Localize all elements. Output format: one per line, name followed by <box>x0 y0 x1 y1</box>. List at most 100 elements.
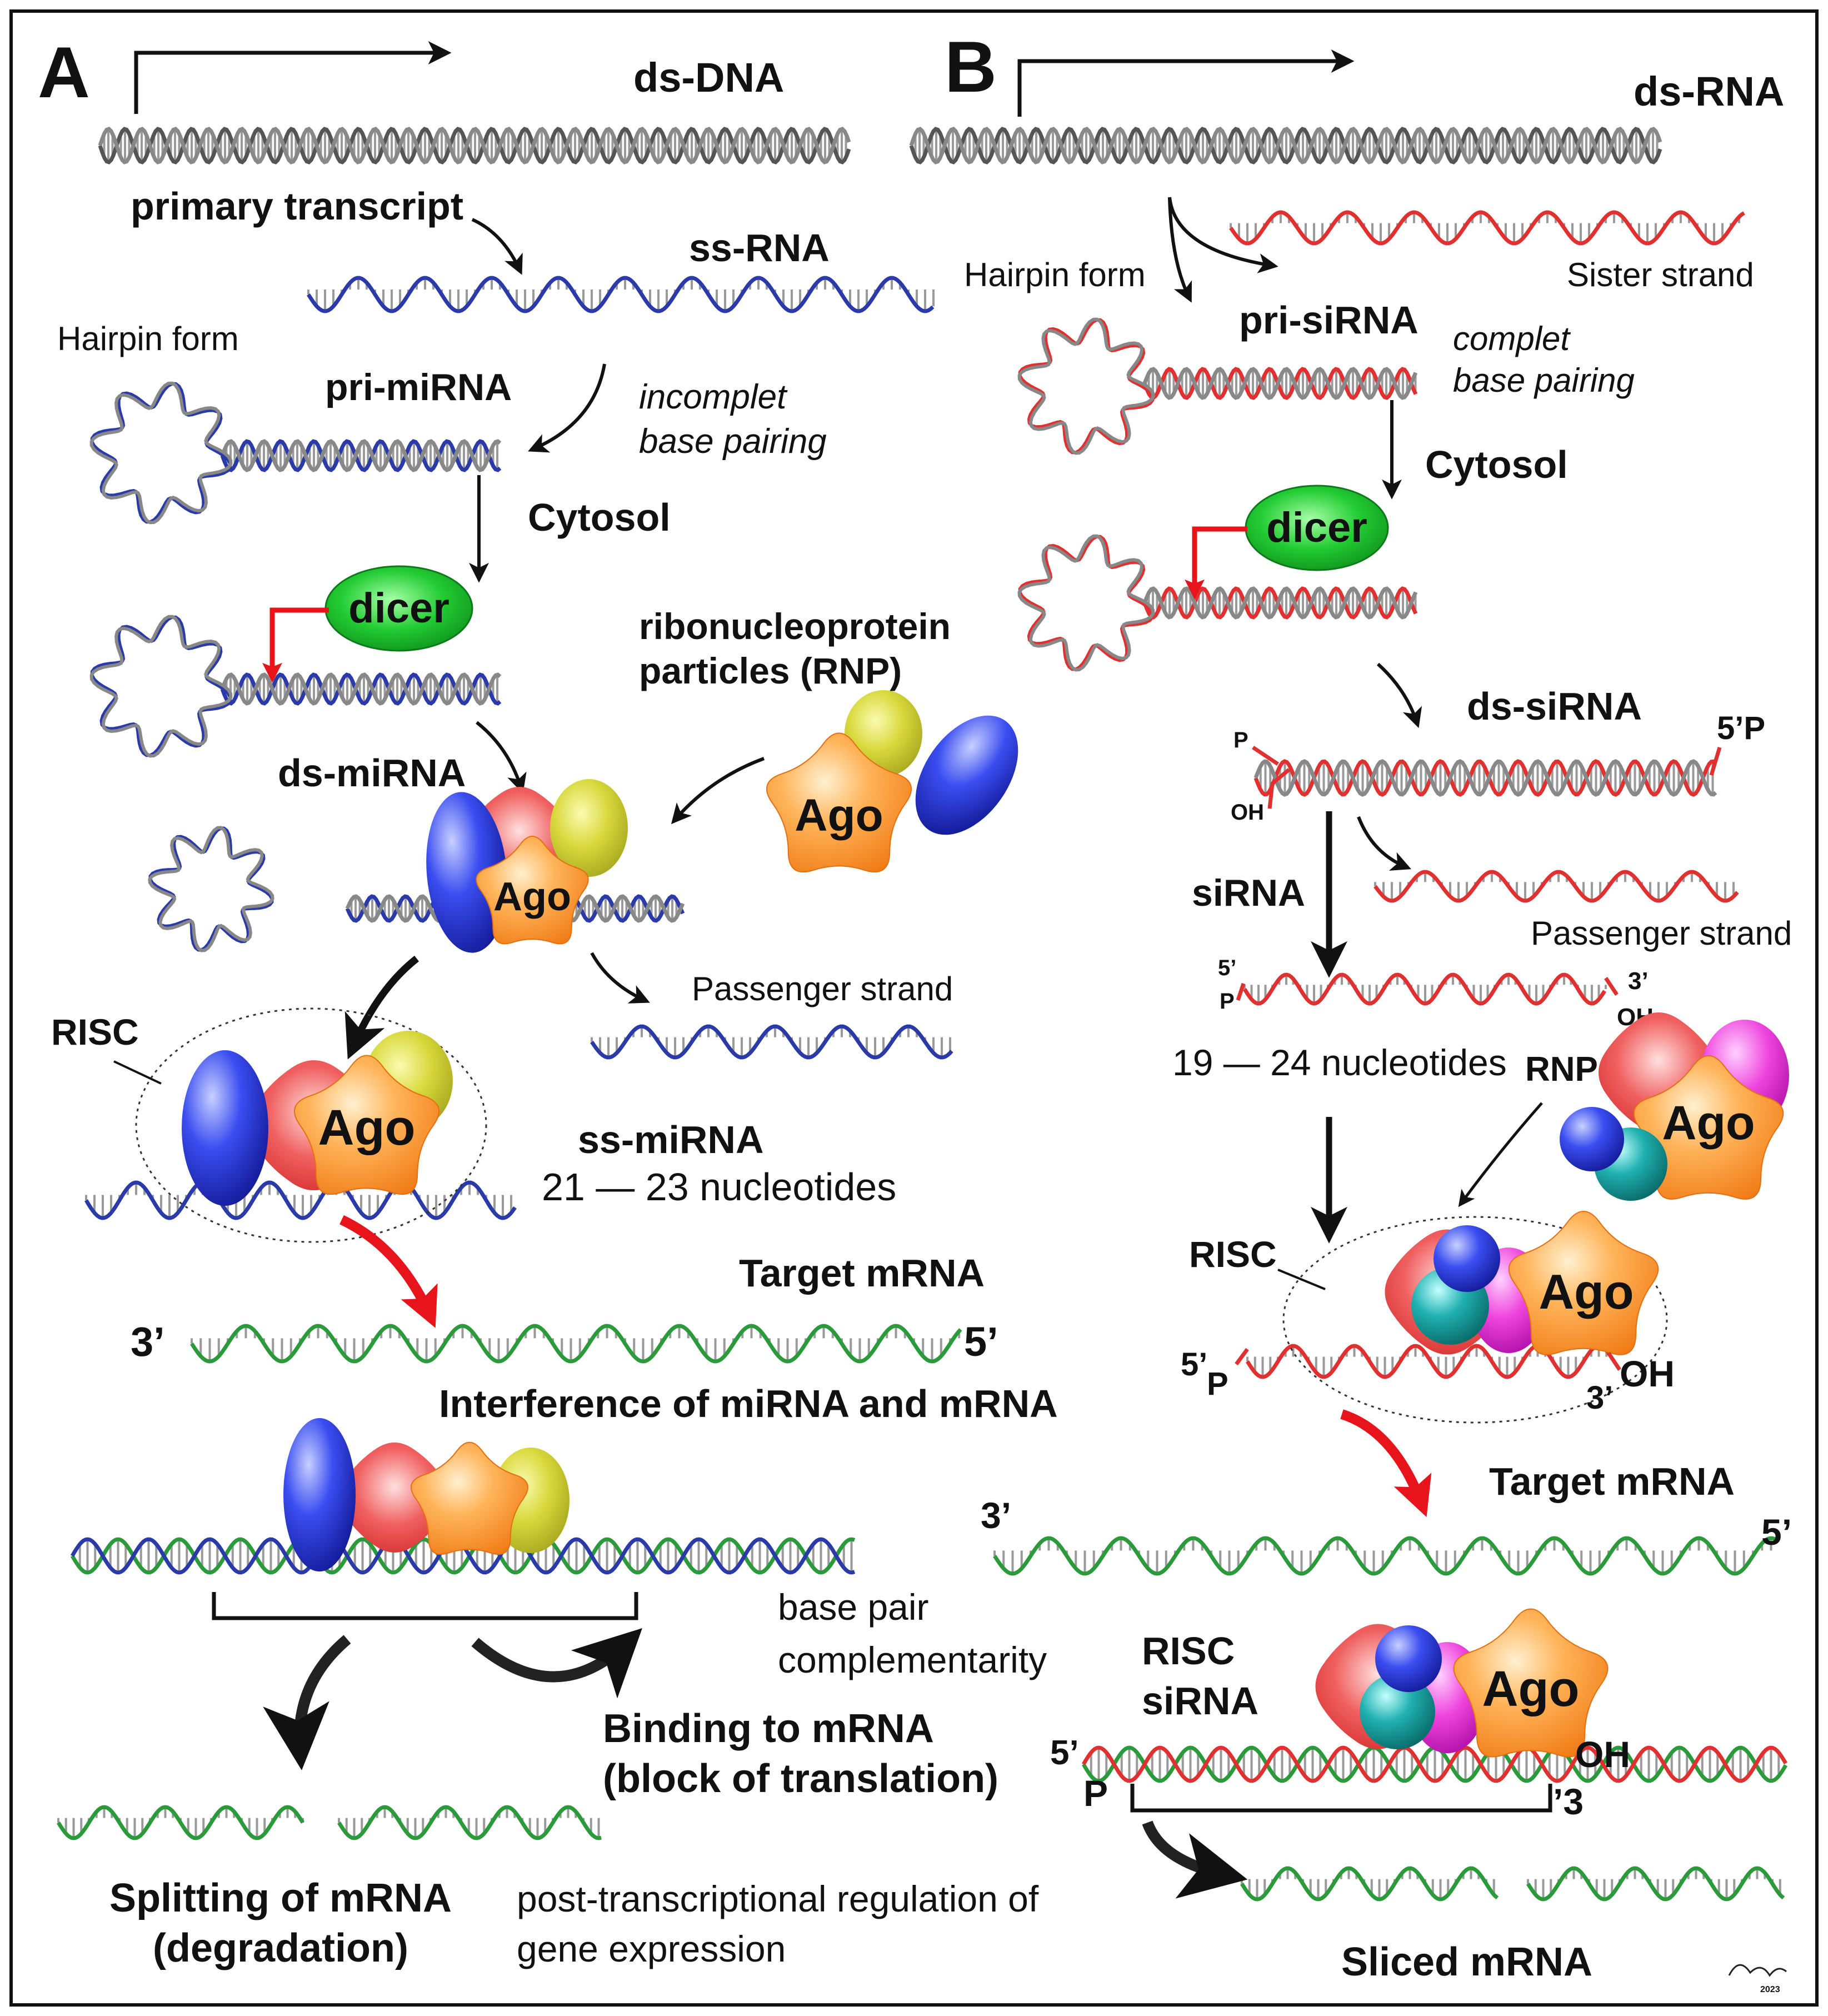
diced-mirna-stem-strand-1 <box>220 672 502 706</box>
risc-b-blue-protein <box>1434 1225 1500 1292</box>
ds-dna-helix-strand-2 <box>98 127 851 164</box>
ds-mirna-label: ds-miRNA <box>278 751 466 795</box>
split-mrna-right <box>337 1805 602 1840</box>
dicer-cut-arrow-b <box>1185 526 1247 600</box>
ds-sirna-p-label: P <box>1233 728 1248 752</box>
target-mrna-label-a: Target mRNA <box>739 1251 985 1295</box>
single-sirna-strand-strand-1 <box>1243 972 1606 1006</box>
ago-star-ds-mirna <box>476 835 589 945</box>
interference-duplex-strand-1 <box>70 1537 856 1575</box>
arrow-to-pri-sirna <box>1168 197 1192 303</box>
risc-pointer-a <box>113 1060 162 1085</box>
ago-label-ds-mirna: Ago <box>493 875 571 919</box>
target-mrna-b <box>993 1536 1778 1576</box>
risc-b-end-marks <box>1235 1348 1621 1371</box>
ds-sirna-end-marks <box>1252 746 1722 809</box>
sirna-5-prime-label: 5’ <box>1218 956 1236 980</box>
rnp-b-blue-protein <box>1560 1107 1624 1171</box>
split-mrna-left-strand-1 <box>57 1805 304 1840</box>
hairpin-loop-layer <box>89 317 1155 952</box>
risc-complex-b: Ago <box>1385 1210 1659 1355</box>
pri-sirna-loop <box>1017 317 1155 455</box>
ds-rna-helix-strand-1 <box>909 127 1662 164</box>
sirna-end-marks <box>1236 977 1619 1001</box>
passenger-strand-a <box>590 1024 953 1060</box>
complete-pairing-line1: complet <box>1453 320 1571 357</box>
splitting-label-line1: Splitting of mRNA <box>109 1876 452 1920</box>
ago-star-risc-b <box>1508 1210 1659 1355</box>
risc-b-oh: OH <box>1620 1353 1675 1394</box>
ago-star-rnp-a <box>766 732 912 873</box>
arrow-to-binding <box>471 1628 642 1699</box>
pri-sirna-label: pri-siRNA <box>1239 298 1419 342</box>
sliced-mrna-right-rungs <box>1527 1868 1781 1899</box>
signature-year: 2023 <box>1760 1985 1780 1994</box>
sliced-mrna-right <box>1526 1866 1785 1902</box>
arrow-to-pri-mirna <box>528 363 606 453</box>
cytosol-label-b: Cytosol <box>1425 443 1568 486</box>
splitting-label-line2: (degradation) <box>153 1926 408 1970</box>
arrow-to-ss-rna <box>471 218 523 275</box>
risc-blue-protein-a <box>182 1050 268 1206</box>
pri-sirna-stem-strand-1 <box>1142 367 1418 400</box>
risc-b-3-prime: 3’ <box>1586 1380 1613 1416</box>
risc-sirna-line2: siRNA <box>1142 1679 1258 1723</box>
ds-sirna-helix <box>1253 759 1717 797</box>
interference-label: Interference of miRNA and mRNA <box>439 1382 1058 1425</box>
cytosol-label-a: Cytosol <box>528 496 671 539</box>
diced-mirna-loop <box>89 615 233 758</box>
incomplete-pairing-line2: base pairing <box>639 422 827 461</box>
arrow-rnp-to-complex <box>671 757 765 825</box>
rnp-complex-b: Ago <box>1560 1012 1789 1201</box>
nucleotides-label-a: 21 — 23 nucleotides <box>542 1165 896 1209</box>
passenger-strand-label-b: Passenger strand <box>1531 915 1792 952</box>
risc-pointer-b <box>1277 1269 1326 1290</box>
passenger-strand-b-strand-1 <box>1374 870 1739 903</box>
red-arrow-to-target-b <box>1340 1409 1432 1518</box>
pri-sirna-stem <box>1142 367 1418 400</box>
panel-b: B ds-RNA Hairpin form Sister strand pri-… <box>945 26 1792 1984</box>
nucleotides-label-b: 19 — 24 nucleotides <box>1172 1042 1507 1083</box>
passenger-strand-label-a: Passenger strand <box>692 970 953 1007</box>
ago-label-rnp-b: Ago <box>1662 1096 1755 1150</box>
diced-mirna-loop-ring-2 <box>89 615 233 758</box>
sliced-teal-protein <box>1360 1674 1435 1749</box>
risc-b-5-prime: 5’ <box>1181 1346 1207 1383</box>
arrow-to-ds-mirna <box>476 721 527 794</box>
ago-star-risc-a <box>293 1055 440 1195</box>
ds-mirna-complex: Ago <box>426 779 628 953</box>
arrow-to-sliced <box>1142 1820 1248 1899</box>
risc-b-p: P <box>1207 1366 1228 1402</box>
risc-sirna-strand <box>1246 1344 1611 1379</box>
pri-mirna-label: pri-miRNA <box>325 366 512 408</box>
interference-blue-protein <box>283 1418 356 1571</box>
ds-sirna-oh-label: OH <box>1231 800 1264 825</box>
arrow-to-risc-a <box>344 955 419 1060</box>
ago-star-rnp-b <box>1633 1055 1784 1200</box>
target-5-prime-a: 5’ <box>964 1319 998 1365</box>
interference-complex <box>283 1418 570 1571</box>
hairpin-form-label-a: Hairpin form <box>57 320 239 357</box>
ago-label-sliced: Ago <box>1482 1661 1580 1717</box>
pri-mirna-loop-ring-2 <box>89 381 233 525</box>
target-5-prime-b: 5’ <box>1761 1511 1792 1553</box>
split-mrna-right-rungs <box>338 1807 600 1838</box>
helix-layer <box>57 127 1788 1902</box>
sliced-complex: Ago <box>1315 1608 1609 1758</box>
split-mrna-left <box>57 1805 304 1840</box>
incomplete-pairing-line1: incomplet <box>639 378 788 416</box>
sliced-duplex-strand-2 <box>1081 1745 1788 1783</box>
dicer-cut-arrow-a <box>262 607 329 683</box>
complementarity-bracket-b <box>1130 1784 1552 1813</box>
passenger-strand-a-strand-1 <box>590 1024 953 1060</box>
sister-strand-strand-1 <box>1229 210 1745 246</box>
dicer-label-a: dicer <box>348 585 449 632</box>
arrow-to-ds-sirna <box>1376 662 1422 728</box>
sister-strand <box>1229 210 1745 246</box>
passenger-strand-b <box>1374 870 1739 903</box>
arrow-to-splitting <box>263 1635 351 1770</box>
primary-transcript-label: primary transcript <box>131 184 463 228</box>
ds-dna-label: ds-DNA <box>633 54 784 101</box>
target-mrna-label-b: Target mRNA <box>1489 1460 1735 1503</box>
